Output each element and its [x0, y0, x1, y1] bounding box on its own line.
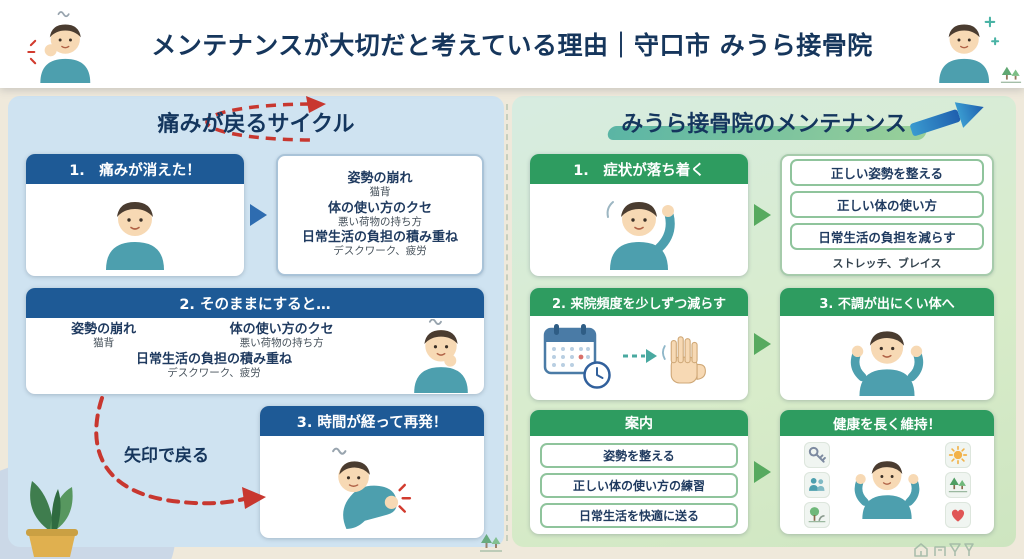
health-box: 健康を長く維持！ [780, 410, 994, 534]
tree-icon [1000, 66, 1022, 84]
cause-item: 日常生活の負担の積み重ね デスクワーク、疲労 [282, 230, 478, 258]
step3-relapse-box: 3. 時間が経って再発！ [260, 406, 484, 538]
step2-leave-it-box: 2. そのままにすると… 姿勢の崩れ 猫背 体の使い方のクセ 悪い荷物の持ち方 … [26, 288, 484, 394]
step2-reduce-visits-box: 2. 来院頻度を少しずつ減らす [530, 288, 748, 400]
worried-person-illustration [27, 11, 91, 84]
growth-arrow-icon [910, 102, 984, 136]
step1-title: 1. 症状が落ち着く [530, 154, 748, 184]
step1-symptoms-settle-box: 1. 症状が落ち着く [530, 154, 748, 276]
guide-box: 案内 姿勢を整える 正しい体の使い方の練習 日常生活を快適に送る [530, 410, 748, 534]
step3-resilient-body-box: 3. 不調が出にくい体へ [780, 288, 994, 400]
health-icons-right [944, 442, 971, 528]
cause-main: 日常生活の負担の積み重ね [135, 352, 292, 368]
cause-sub: デスクワーク、疲労 [167, 367, 261, 380]
cause-item: 体の使い方のクセ 悪い荷物の持ち方 [171, 322, 392, 349]
clock-icon [583, 361, 611, 389]
arrow-right-icon [754, 333, 771, 355]
step2-title: 2. そのままにすると… [26, 288, 484, 318]
guide-item: 正しい体の使い方の練習 [540, 472, 738, 498]
benefits-box: 正しい姿勢を整える 正しい体の使い方 日常生活の負担を減らす ストレッチ、ブレイ… [780, 154, 994, 276]
health-title: 健康を長く維持！ [780, 410, 994, 436]
step2-causes: 姿勢の崩れ 猫背 体の使い方のクセ 悪い荷物の持ち方 日常生活の負担の積み重ね … [36, 322, 392, 380]
benefit-note: ストレッチ、ブレイス [832, 257, 942, 270]
key-icon [803, 442, 830, 468]
park-icon [803, 502, 830, 528]
waving-hand-icon [662, 335, 707, 384]
trees-icon [944, 472, 971, 498]
guide-item: 日常生活を快適に送る [540, 502, 738, 528]
cause-item: 日常生活の負担の積み重ね デスクワーク、疲労 [36, 353, 392, 379]
cause-item: 体の使い方のクセ 悪い荷物の持ち方 [282, 200, 478, 228]
benefit-item: 正しい姿勢を整える [790, 159, 984, 186]
arrow-right-icon [754, 461, 771, 483]
step1-title: 1. 痛みが消えた！ [26, 154, 244, 184]
dashed-arrow-icon [623, 349, 657, 363]
sparkle-icon [984, 16, 1000, 46]
page-title: メンテナンスが大切だと考えている理由｜守口市 みうら接骨院 [151, 31, 873, 60]
step2-title: 2. 来院頻度を少しずつ減らす [530, 288, 748, 316]
cause-item: 姿勢の崩れ 猫背 [36, 322, 171, 349]
header: メンテナンスが大切だと考えている理由｜守口市 みうら接骨院 [0, 0, 1024, 88]
sun-icon [944, 442, 971, 468]
flexing-person-illustration [850, 330, 924, 396]
maintenance-title: みうら接骨院のメンテナンス [621, 112, 907, 137]
cause-sub: 悪い荷物の持ち方 [239, 336, 324, 349]
thinking-person-illustration [413, 319, 469, 393]
benefit-item: 正しい体の使い方 [790, 191, 984, 218]
arrow-right-icon [754, 204, 771, 226]
return-label: 矢印で戻る [124, 446, 209, 466]
cause-sub: 悪い荷物の持ち方 [338, 215, 422, 228]
maintenance-panel: みうら接骨院のメンテナンス 1. 症状が落ち着く 正しい姿勢を整える 正しい体の… [512, 96, 1016, 547]
cause-sub: 猫背 [93, 336, 115, 349]
cause-main: 日常生活の負担の積み重ね [301, 230, 458, 246]
back-pain-person-illustration [332, 447, 412, 531]
stretching-person-illustration [606, 201, 675, 270]
cheering-person-illustration [854, 460, 920, 519]
pain-cycle-panel: 痛みが戻るサイクル 1. 痛みが消えた！ 姿勢の崩れ 猫背 体の使い方のクセ 悪… [8, 96, 504, 547]
causes-box: 姿勢の崩れ 猫背 体の使い方のクセ 悪い荷物の持ち方 日常生活の負担の積み重ね … [276, 154, 484, 276]
health-icons-left [803, 442, 830, 528]
cause-main: 姿勢の崩れ [347, 171, 413, 187]
plant-illustration [26, 481, 78, 557]
pain-spark-icon [27, 39, 37, 65]
cause-main: 姿勢の崩れ [71, 322, 137, 337]
cycle-dashed-arrow-icon [205, 96, 326, 142]
family-icon [803, 472, 830, 498]
cause-main: 体の使い方のクセ [229, 322, 334, 337]
arrow-right-icon [250, 204, 267, 226]
step3-title: 3. 不調が出にくい体へ [780, 288, 994, 316]
pain-cycle-title: 痛みが戻るサイクル [157, 112, 355, 137]
step3-title: 3. 時間が経って再発！ [260, 406, 484, 436]
guide-item: 姿勢を整える [540, 442, 738, 468]
trees-doodle [479, 533, 503, 552]
benefit-item: 日常生活の負担を減らす [790, 223, 984, 250]
town-doodle [914, 543, 974, 557]
cause-main: 体の使い方のクセ [327, 200, 432, 216]
cause-sub: 猫背 [369, 186, 391, 199]
cause-item: 姿勢の崩れ 猫背 [282, 171, 478, 199]
guide-title: 案内 [530, 410, 748, 436]
return-dashed-arrow-icon [94, 396, 266, 509]
heart-icon [944, 502, 971, 528]
panel-divider [506, 104, 508, 541]
smiling-person-illustration [105, 201, 165, 270]
happy-person-illustration [938, 16, 1000, 84]
step1-pain-gone-box: 1. 痛みが消えた！ [26, 154, 244, 276]
cause-sub: デスクワーク、疲労 [333, 245, 427, 258]
